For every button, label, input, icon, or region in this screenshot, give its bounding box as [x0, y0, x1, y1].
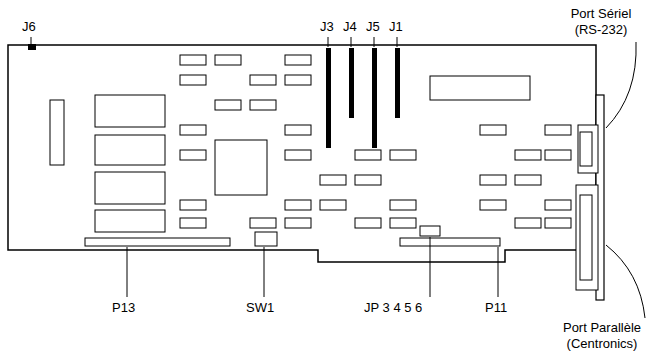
chip — [180, 75, 206, 85]
parallel-connector — [580, 195, 592, 280]
chip — [180, 125, 206, 135]
chip — [320, 200, 346, 210]
jumper-block — [420, 226, 440, 236]
p13-connector — [85, 238, 230, 246]
chip — [480, 200, 506, 210]
chip — [390, 218, 416, 228]
chip — [250, 100, 276, 110]
chip — [545, 200, 571, 210]
chip — [390, 200, 416, 210]
callout-label: J6 — [22, 19, 36, 35]
chip — [180, 150, 206, 160]
chip — [285, 125, 311, 135]
chip — [285, 200, 311, 210]
chip — [180, 218, 206, 228]
callout-label: J4 — [343, 19, 357, 35]
chip — [545, 125, 571, 135]
chip — [285, 150, 311, 160]
chip — [215, 140, 267, 195]
serial-connector — [578, 125, 598, 173]
callout-label: J5 — [366, 19, 380, 35]
chip — [430, 76, 530, 100]
chip — [180, 200, 206, 210]
callout-label: SW1 — [246, 300, 274, 316]
jumper-j6 — [28, 44, 36, 50]
jumper-pins — [326, 48, 400, 148]
chip — [95, 135, 165, 165]
chip — [355, 150, 381, 160]
callout-label: P13 — [112, 300, 135, 316]
chip — [95, 95, 165, 127]
dip-switch — [255, 232, 277, 246]
board-outline — [8, 45, 596, 262]
chip — [285, 75, 311, 85]
chip — [215, 55, 241, 65]
chip — [390, 150, 416, 160]
chip — [545, 218, 571, 228]
chip — [285, 55, 311, 65]
chip — [50, 100, 64, 165]
chip — [320, 175, 346, 185]
chip — [95, 172, 165, 204]
chip — [215, 100, 241, 110]
chip — [480, 175, 506, 185]
parallel-connector — [576, 185, 598, 290]
callout-label: P11 — [485, 300, 507, 316]
p11-connector — [400, 238, 500, 246]
chip — [250, 75, 276, 85]
chip — [545, 150, 571, 160]
chip — [480, 125, 506, 135]
chip — [285, 218, 311, 228]
callout-label: Port Parallèle (Centronics) — [556, 320, 648, 352]
chip — [250, 218, 276, 228]
chip — [515, 175, 541, 185]
callout-label: Port Sériel (RS-232) — [560, 6, 642, 38]
chip — [95, 210, 165, 232]
leader-lines — [31, 37, 645, 318]
chip — [355, 175, 381, 185]
callout-label: J1 — [389, 19, 403, 35]
chip — [515, 218, 541, 228]
callout-label: J3 — [320, 19, 334, 35]
chip — [355, 218, 381, 228]
serial-connector — [580, 132, 592, 166]
chip — [180, 55, 206, 65]
chip — [515, 150, 541, 160]
callout-label: JP 3 4 5 6 — [364, 300, 422, 316]
